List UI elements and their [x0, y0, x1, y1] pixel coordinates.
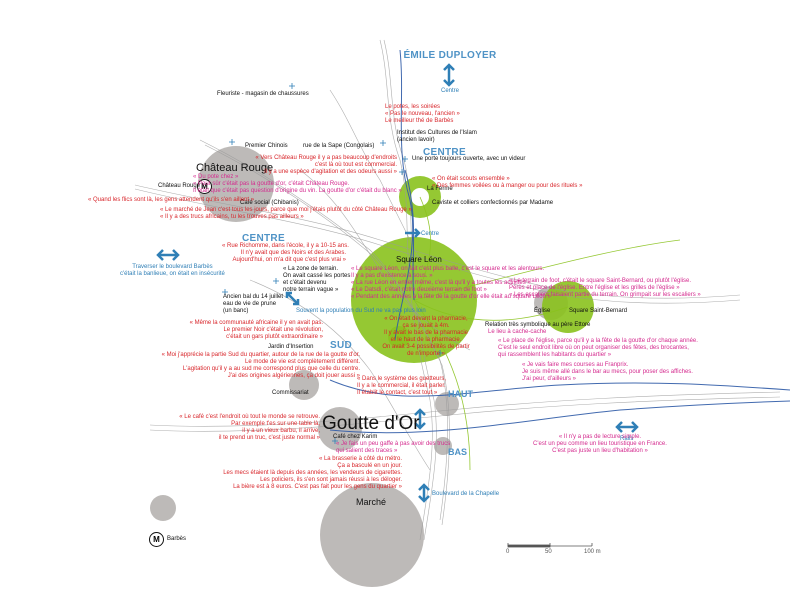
quote-guetteurs: « Dans le système des guetteurs, Il y a … — [357, 376, 447, 396]
label-cafe-karim: Café chez Karim — [333, 434, 378, 440]
metro-icon-chateau-rouge: M — [197, 179, 212, 194]
quote-franprix: « Je vais faire mes courses au Franprix.… — [522, 362, 693, 382]
label-chateau-rouge: Château Rouge — [196, 162, 274, 174]
quote-potes-soirees: Le potes, les soirées « Pas le nouveau, … — [385, 104, 460, 124]
quote-du-pote: « Du pote chez » « Pour sûr c'était pas … — [193, 174, 402, 194]
section-sud: SUD — [330, 340, 353, 351]
scale-bar — [507, 543, 593, 548]
quote-communaute: « Même la communauté africaine il y en a… — [189, 320, 323, 340]
section-rails: Rails — [620, 436, 634, 442]
section-bas: BAS — [448, 447, 468, 457]
blue-trajectories — [329, 49, 791, 434]
label-metro-barbes: Barbès — [167, 536, 187, 542]
label-premier-chinois: Premier Chinois — [245, 143, 288, 149]
label-institut: Institut des Cultures de l'Islam (ancien… — [397, 130, 477, 143]
quote-karim: « Je fais un peu gaffe à pas avoir des t… — [336, 441, 451, 454]
place-crosses — [222, 83, 443, 444]
quote-reste-tous: « Le café c'est l'endroit où tout le mon… — [179, 414, 320, 441]
label-la-ferme: La Ferme — [427, 186, 453, 192]
section-centre-small: Centre — [421, 231, 440, 237]
quote-flics: « Quand les flics sont là, les gens atte… — [88, 197, 255, 203]
label-cafe-social: Café social (Chibanis) — [240, 200, 299, 206]
quote-brasserie: « La brasserie à côté du métro. Ça a bas… — [223, 456, 402, 490]
section-traverser-barbes: Traverser le boulevard Barbès c'était la… — [120, 264, 225, 277]
grey-circles — [150, 146, 568, 587]
section-centre-a: CENTRE — [423, 147, 466, 158]
circle-chateau-rouge — [198, 146, 274, 222]
label-emile-duployer: ÉMILE DUPLOYER — [403, 50, 497, 61]
arrow-centre-small — [405, 228, 421, 238]
arrow-rails — [615, 421, 639, 433]
label-relation-eglise: Relation très symbolique au père Ettore — [485, 322, 591, 328]
arrow-barbes — [156, 249, 180, 261]
section-souvent-population: Souvent la population du Sud ne va pas p… — [296, 308, 426, 314]
grey-trajectories — [134, 39, 781, 541]
scale-label-50: 50 — [545, 549, 552, 555]
section-bd-chapelle: Boulevard de la Chapelle — [432, 491, 500, 497]
label-zone-terrain: « La zone de terrain. On avait cassé les… — [283, 266, 351, 293]
label-ancien-bal: Ancien bal du 14 juillet eau de vie de p… — [223, 294, 284, 314]
scale-label-100: 100 m — [584, 549, 601, 555]
circle-bas-small — [434, 437, 452, 455]
direction-arrows — [156, 63, 639, 503]
label-jardin: Jardin d'Insertion — [268, 344, 314, 350]
circle-barbes — [150, 495, 176, 521]
label-eglise: Église — [534, 308, 551, 314]
label-metro-chateau-rouge: Château Rouge — [158, 183, 201, 189]
scale-label-0: 0 — [506, 549, 510, 555]
section-haut: HAUT — [448, 389, 473, 399]
metro-icon-barbes: M — [149, 532, 164, 547]
quote-marche-jean: « Le marché de Jean c'est tous les jours… — [160, 207, 412, 220]
label-caviste: Caviste et colliers confectionnés par Ma… — [432, 200, 554, 206]
quote-apprecie-sud: « Moi j'apprécie la partie Sud du quarti… — [161, 352, 360, 379]
arrow-chapelle — [418, 483, 430, 503]
label-marche: Marché — [356, 497, 387, 507]
quote-scouts: « On était scouts ensemble » « Des femme… — [432, 176, 583, 189]
circle-small-green — [388, 326, 410, 348]
arrow-duployer — [443, 63, 455, 87]
quote-place-eglise: « Le place de l'église, parce qu'il y a … — [498, 338, 698, 358]
quote-pharmacie: « On était devant la pharmacie, ça se jo… — [382, 316, 470, 357]
quote-terrain-foot: « Le terrain de foot, c'était le square … — [509, 278, 701, 298]
arrow-haut-bas — [414, 408, 426, 430]
quote-square-leon: « Le square Léon, on fait c'est plus bal… — [351, 266, 551, 300]
circle-cafe-karim — [318, 407, 362, 451]
quote-lieu-cache: Le lieu à cache-cache — [488, 329, 547, 335]
section-porte-ouverte: Une porte toujours ouverte, avec un vide… — [412, 156, 526, 162]
label-fleuriste: Fleuriste - magasin de chaussures — [217, 91, 309, 97]
quote-rue-richomme: « Rue Richomme, dans l'école, il y a 10-… — [222, 243, 349, 263]
circle-commissariat — [289, 370, 319, 400]
label-centre-top: Centre — [440, 88, 459, 94]
section-centre-b: CENTRE — [242, 233, 285, 244]
label-commissariat: Commissariat — [272, 390, 309, 396]
quote-vers-chateau: « Vers Château Rouge il y a pas beaucoup… — [255, 155, 397, 175]
arrow-sud-diag — [285, 291, 300, 306]
label-square-leon: Square Léon — [396, 255, 442, 264]
label-square-st-bernard: Square Saint-Bernard — [569, 308, 628, 314]
green-trajectories — [413, 196, 681, 471]
label-rue-sape: rue de la Sape (Congolais) — [303, 143, 375, 149]
label-goutte-dor: Goutte d'Or — [322, 413, 420, 434]
circle-marche — [320, 483, 424, 587]
quote-lecture: « Il n'y a pas de lecture simple. C'est … — [533, 434, 667, 454]
